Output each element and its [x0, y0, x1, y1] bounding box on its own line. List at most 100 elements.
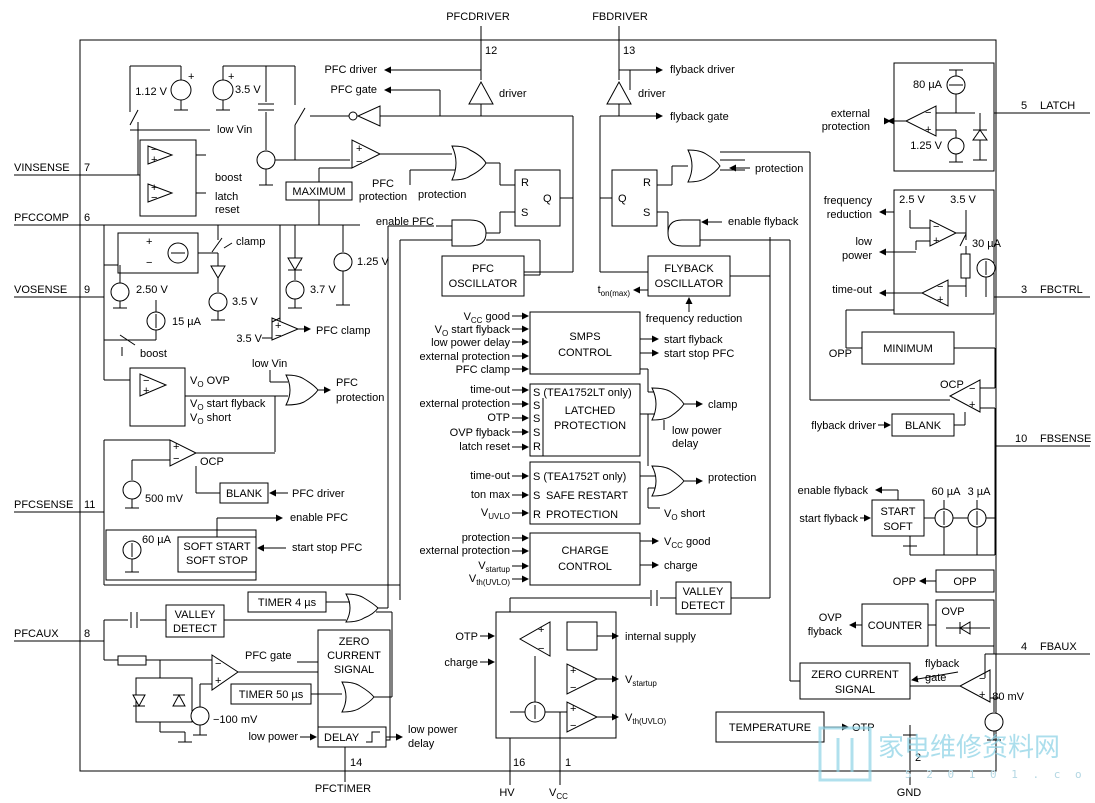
counter-block — [861, 603, 929, 647]
svg-text:external protection: external protection — [420, 351, 511, 363]
svg-text:Vstartup: Vstartup — [478, 560, 510, 574]
or-gate-clamp — [651, 387, 685, 421]
svg-text:CHARGE: CHARGE — [561, 545, 608, 557]
svg-text:−: − — [143, 375, 149, 387]
svg-text:OTP: OTP — [455, 631, 478, 643]
svg-text:PFC gate: PFC gate — [331, 84, 377, 96]
svg-text:charge: charge — [664, 560, 698, 572]
pin-gnd: 2 GND — [897, 735, 921, 799]
or-gate-protection — [651, 465, 685, 497]
pin-name: VINSENSE — [14, 162, 70, 174]
pin-number: 11 — [84, 499, 95, 511]
svg-text:−: − — [173, 453, 179, 465]
svg-text:latch reset: latch reset — [459, 441, 510, 453]
svg-text:enable flyback: enable flyback — [728, 216, 799, 228]
svg-text:SIGNAL: SIGNAL — [334, 664, 374, 676]
svg-text:−: − — [570, 682, 576, 694]
ocp-comparator-flyback — [948, 379, 981, 413]
svg-text:SAFE RESTART: SAFE RESTART — [546, 490, 628, 502]
svg-text:delay: delay — [408, 738, 435, 750]
svg-text:reset: reset — [215, 204, 239, 216]
pin-name: FBSENSE — [1040, 433, 1091, 445]
svg-text:low: low — [855, 236, 872, 248]
svg-text:protection: protection — [755, 163, 803, 175]
svg-text:time-out: time-out — [470, 384, 510, 396]
svg-text:protection: protection — [336, 392, 384, 404]
svg-text:reduction: reduction — [827, 209, 872, 221]
pin-number: 7 — [84, 162, 90, 174]
svg-text:start flyback: start flyback — [799, 513, 858, 525]
svg-text:PFC driver: PFC driver — [324, 64, 377, 76]
pin-vosense: VOSENSE 9 — [14, 284, 104, 298]
svg-text:+: + — [979, 689, 985, 701]
svg-text:time-out: time-out — [832, 284, 872, 296]
svg-text:OVP: OVP — [819, 612, 842, 624]
smps-control — [529, 311, 641, 375]
svg-text:3.5 V: 3.5 V — [950, 194, 976, 206]
pin-name: PFCCOMP — [14, 212, 69, 224]
svg-text:start stop PFC: start stop PFC — [292, 542, 362, 554]
charge-control — [529, 532, 641, 586]
svg-text:TIMER 4 µs: TIMER 4 µs — [258, 597, 317, 609]
svg-text:frequency reduction: frequency reduction — [646, 313, 743, 325]
svg-text:low power delay: low power delay — [431, 337, 510, 349]
svg-text:start stop PFC: start stop PFC — [664, 348, 734, 360]
ocp-comparator-pfc — [169, 439, 198, 467]
svg-text:VCC good: VCC good — [464, 311, 510, 325]
svg-text:OPP: OPP — [893, 576, 916, 588]
pfc-zcs-comparator — [211, 654, 239, 691]
svg-text:Vstartup: Vstartup — [625, 674, 657, 688]
svg-text:R: R — [643, 177, 651, 189]
svg-text:Vth(UVLO): Vth(UVLO) — [625, 712, 666, 726]
svg-text:S: S — [533, 413, 540, 425]
svg-text:charge: charge — [444, 657, 478, 669]
pin-name: PFCTIMER — [315, 783, 371, 795]
pin-pfcsense: PFCSENSE 11 — [14, 499, 104, 513]
watermark-text: 家电维修资料网 — [878, 733, 1060, 763]
svg-text:LATCHED: LATCHED — [565, 405, 616, 417]
voltage-source-35: 3.5 V + — [212, 65, 295, 111]
pfc-clamp-comparator — [271, 317, 300, 341]
svg-text:+: + — [151, 154, 157, 166]
svg-text:protection: protection — [708, 472, 756, 484]
svg-text:2.5 V: 2.5 V — [899, 194, 925, 206]
svg-text:OVP flyback: OVP flyback — [450, 427, 511, 439]
minimum-block — [861, 331, 955, 365]
svg-text:+: + — [173, 441, 179, 453]
pin-fbaux: FBAUX 4 — [985, 641, 1090, 655]
svg-text:protection: protection — [359, 191, 407, 203]
svg-text:+: + — [143, 385, 149, 397]
svg-text:+: + — [188, 71, 194, 83]
svg-text:+: + — [228, 71, 234, 83]
or-gate-timer — [345, 593, 379, 623]
svg-text:ZERO CURRENT: ZERO CURRENT — [811, 669, 899, 681]
pin-name: FBDRIVER — [592, 11, 648, 23]
svg-text:−: − — [933, 221, 939, 233]
svg-text:protection: protection — [418, 189, 466, 201]
pin-name: FBAUX — [1040, 641, 1077, 653]
pin-fbdriver: FBDRIVER 13 — [592, 11, 648, 80]
svg-text:MAXIMUM: MAXIMUM — [292, 186, 345, 198]
summing-node — [256, 150, 276, 170]
latched-protection — [529, 383, 641, 457]
svg-text:protection: protection — [462, 532, 510, 544]
svg-text:VUVLO: VUVLO — [481, 507, 510, 521]
svg-text:flyback driver: flyback driver — [811, 420, 876, 432]
latch-block — [893, 62, 995, 172]
svg-text:CONTROL: CONTROL — [558, 347, 612, 359]
svg-text:flyback gate: flyback gate — [670, 111, 729, 123]
pin-vcc: 1 VCC — [549, 738, 571, 801]
svg-text:S: S — [643, 207, 650, 219]
svg-text:TIMER 50 µs: TIMER 50 µs — [239, 689, 304, 701]
svg-text:gate: gate — [925, 672, 946, 684]
svg-text:VO start flyback: VO start flyback — [190, 398, 266, 412]
svg-text:CURRENT: CURRENT — [327, 650, 381, 662]
svg-text:S: S — [533, 427, 540, 439]
or-gate-pfc-protection — [285, 374, 319, 406]
svg-text:boost: boost — [140, 348, 167, 360]
pin-number: 9 — [84, 284, 90, 296]
svg-text:VALLEY: VALLEY — [175, 609, 216, 621]
svg-text:+: + — [275, 320, 281, 332]
